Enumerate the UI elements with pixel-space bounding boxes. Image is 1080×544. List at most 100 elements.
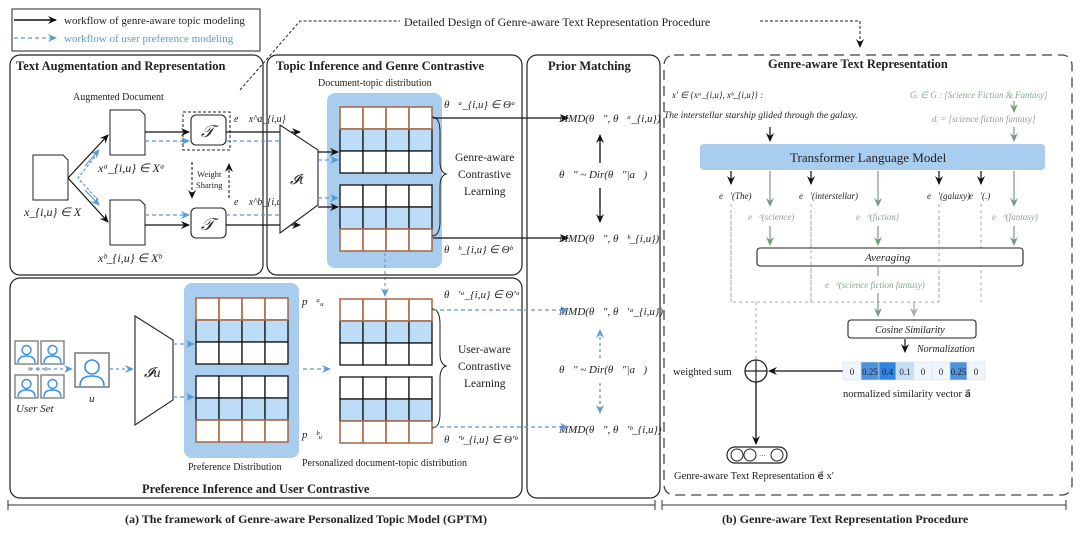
mmd-pb: MMD(θ⃗″, θ⃗′ᵇ_{i,u}) bbox=[558, 424, 662, 436]
user-icon bbox=[14, 374, 39, 399]
eb-label: e⃗ x^b_{i,u} bbox=[234, 197, 286, 208]
sim-value: 0 bbox=[850, 367, 855, 377]
grid-cell-highlight bbox=[408, 298, 433, 322]
sim-cell: 0 bbox=[966, 361, 986, 381]
pa-label: p⃗ᵃᵤ bbox=[301, 296, 324, 308]
grid-cell-highlight bbox=[408, 228, 433, 252]
grid-cell bbox=[362, 342, 387, 366]
user-icon bbox=[40, 374, 65, 399]
grid-cell bbox=[264, 375, 289, 399]
token-text: e⃗′(galaxy) bbox=[927, 171, 970, 201]
token-embeddings: e⃗′(The)e⃗ᵈ(science)e⃗′(interstellar)···… bbox=[719, 171, 1038, 302]
grid-cell bbox=[218, 341, 243, 365]
theta-pa-label: θ⃗′ᵃ_{i,u} ∈ Θ′ᵃ bbox=[444, 289, 520, 301]
sim-value: 0 bbox=[939, 367, 944, 377]
grid-cell bbox=[195, 375, 220, 399]
weight-sharing-label: Weight bbox=[197, 169, 222, 179]
grid-cell bbox=[385, 206, 410, 230]
grid-cell bbox=[339, 128, 364, 152]
grid-cell-highlight bbox=[264, 419, 289, 443]
grid-cell bbox=[264, 419, 289, 443]
grid-cell-highlight bbox=[264, 297, 289, 321]
encoder-it-label: 𝓘t bbox=[290, 173, 304, 188]
grid-cell bbox=[218, 375, 243, 399]
user-icon bbox=[14, 340, 39, 365]
encoder-iu-label: 𝓘u bbox=[144, 366, 160, 381]
grid-cell bbox=[241, 319, 266, 343]
token-label: e⃗′(The) bbox=[719, 191, 751, 201]
user-set-label: User Set bbox=[16, 403, 55, 415]
token-label: e⃗′(.) bbox=[969, 191, 990, 201]
caption-b-text: (b) Genre-aware Text Representation Proc… bbox=[722, 512, 969, 526]
sim-value: 0.1 bbox=[899, 367, 910, 377]
callout-label: Detailed Design of Genre-aware Text Repr… bbox=[404, 15, 710, 29]
grid-cell bbox=[339, 228, 364, 252]
averaging-label: Averaging bbox=[864, 252, 911, 264]
svg-text:···: ··· bbox=[759, 452, 766, 460]
dist-label: Document-topic distribution bbox=[318, 78, 432, 89]
grid-cell bbox=[385, 420, 410, 444]
grid-cell bbox=[408, 376, 433, 400]
grid-cell bbox=[195, 397, 220, 421]
token-dots: ··· bbox=[844, 190, 853, 200]
grid-cell bbox=[408, 206, 433, 230]
grid-cell bbox=[385, 150, 410, 174]
panel-title: Topic Inference and Genre Contrastive bbox=[276, 59, 485, 73]
grid-cell bbox=[385, 184, 410, 208]
theta-b-label: θ⃗ᵇ_{i,u} ∈ Θᵇ bbox=[444, 244, 514, 256]
desc-label: dᵢ = [science fiction fantasy] bbox=[932, 114, 1036, 124]
grid-cell bbox=[218, 397, 243, 421]
transformer-lm-label: Transformer Language Model bbox=[790, 150, 947, 165]
token-label: e⃗ᵈ(fiction) bbox=[856, 212, 899, 222]
token-genre: e⃗ᵈ(science) bbox=[748, 171, 794, 246]
mmd-pa: MMD(θ⃗″, θ⃗′ᵃ_{i,u}) bbox=[558, 306, 663, 318]
mmd-b: MMD(θ⃗″, θ⃗ᵇ_{i,u}) bbox=[558, 233, 659, 245]
grid-cell bbox=[339, 298, 364, 322]
token-text: e⃗′(The) bbox=[719, 171, 751, 201]
grid-cell bbox=[339, 184, 364, 208]
grid-cell bbox=[362, 150, 387, 174]
sim-cell: 0 bbox=[842, 361, 862, 381]
sim-cell: 0.25 bbox=[949, 361, 968, 381]
grid-cell bbox=[408, 298, 433, 322]
grid-cell bbox=[408, 398, 433, 422]
legend-solid-label: workflow of genre-aware topic modeling bbox=[64, 15, 245, 27]
weighted-sum-label: weighted sum bbox=[673, 367, 732, 378]
sim-value: 0 bbox=[921, 367, 926, 377]
grid-cell bbox=[362, 320, 387, 344]
contrast-line: Learning bbox=[464, 186, 506, 198]
panel-prior-matching: Prior Matching MMD(θ⃗″, θ⃗ᵃ_{i,u}) θ⃗″ ~… bbox=[526, 54, 663, 499]
averaging-box bbox=[756, 247, 1024, 267]
caption-a: (a) The framework of Genre-aware Persona… bbox=[7, 500, 656, 526]
grid-cell bbox=[362, 184, 387, 208]
grid-cell bbox=[408, 106, 433, 130]
panel-text-augmentation: Text Augmentation and Representation Aug… bbox=[9, 54, 301, 276]
grid-cell bbox=[339, 398, 364, 422]
grid-cell bbox=[339, 320, 364, 344]
dir-prior: θ⃗″ ~ Dir(θ⃗″|a⃗) bbox=[559, 169, 648, 181]
grid-cell bbox=[385, 398, 410, 422]
grid-cell bbox=[408, 342, 433, 366]
grid-cell bbox=[218, 319, 243, 343]
grid-cell bbox=[362, 398, 387, 422]
token-genre: e⃗ᵈ(fiction) bbox=[856, 171, 899, 246]
grid-cell bbox=[264, 319, 289, 343]
token-label: ··· bbox=[844, 190, 853, 200]
grid-cell bbox=[339, 420, 364, 444]
contrast-line: Contrastive bbox=[458, 169, 511, 181]
grid-cell bbox=[241, 297, 266, 321]
legend: workflow of genre-aware topic modeling w… bbox=[11, 8, 261, 52]
grid-cell bbox=[408, 184, 433, 208]
grid-cell bbox=[264, 397, 289, 421]
grid-cell bbox=[264, 341, 289, 365]
genre-label: Gᵢ ∈ G : [Science Fiction & Fantasy] bbox=[910, 90, 1048, 100]
personalized-grids bbox=[339, 298, 433, 444]
grid-cell bbox=[241, 341, 266, 365]
sim-cell: 0.25 bbox=[860, 361, 880, 381]
grid-cell bbox=[408, 150, 433, 174]
token-label: e⃗ᵈ(science) bbox=[748, 212, 794, 222]
panel-genre-aware-representation: Genre-aware Text Representation x′ ∈ {xᵃ… bbox=[663, 54, 1073, 496]
grid-cell bbox=[385, 342, 410, 366]
grid-cell bbox=[385, 106, 410, 130]
